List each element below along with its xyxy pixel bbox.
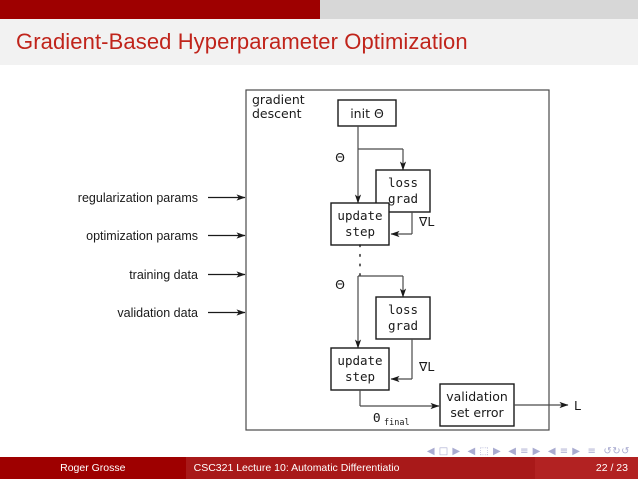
slide-footer: Roger Grosse CSC321 Lecture 10: Automati…: [0, 457, 638, 479]
edge-label-output-loss: L: [574, 398, 581, 413]
node-validation-set-error-line1: validation: [446, 389, 508, 404]
edge-label-grad-top: ∇L: [418, 214, 434, 229]
node-loss-grad-top-line1: loss: [388, 175, 418, 190]
footer-subject: CSC321 Lecture 10: Automatic Differentia…: [185, 457, 535, 479]
edge-label-grad-bottom: ∇L: [418, 359, 434, 374]
input-label-training-data: training data: [129, 268, 198, 282]
page-title: Gradient-Based Hyperparameter Optimizati…: [16, 29, 468, 54]
input-label-regularization-params: regularization params: [78, 191, 198, 205]
nav-section-icon[interactable]: ◀ ≡ ▶: [547, 446, 581, 457]
node-loss-grad-bottom-line1: loss: [388, 302, 418, 317]
title-band: [0, 19, 638, 65]
nav-back-forward-icon[interactable]: ↺↻↺: [603, 446, 630, 457]
hyperparameter-optimization-diagram: gradient descent regularization params o…: [0, 65, 638, 440]
footer-author: Roger Grosse: [0, 457, 186, 479]
node-validation-set-error: [439, 383, 515, 427]
gradient-descent-container: [245, 89, 550, 431]
node-loss-grad-top-line2: grad: [388, 191, 418, 206]
input-label-validation-data: validation data: [117, 306, 198, 320]
node-init-theta: [337, 99, 397, 127]
top-accent-block: [0, 0, 320, 19]
top-decoration-bar: [0, 0, 638, 19]
nav-slide-icon[interactable]: ◀ □ ▶: [426, 446, 461, 457]
node-update-step-top-line1: update: [337, 208, 382, 223]
node-update-step-top-line2: step: [345, 224, 375, 239]
edge-label-theta-final-subscript: final: [384, 418, 410, 428]
nav-frame-icon[interactable]: ◀ ⬚ ▶: [467, 446, 502, 457]
node-loss-grad-bottom-line2: grad: [388, 318, 418, 333]
node-init-theta-label: init Θ: [350, 106, 384, 121]
node-loss-grad-bottom: [375, 296, 431, 340]
edge-label-theta-top: Θ: [335, 150, 345, 165]
nav-toc-icon[interactable]: ≡: [587, 446, 597, 457]
edge-label-theta-bottom: Θ: [335, 277, 345, 292]
container-label-line2: descent: [252, 106, 302, 121]
node-validation-set-error-line2: set error: [450, 405, 504, 420]
edge-label-theta-final: Θ: [373, 410, 381, 425]
beamer-navigation-symbols[interactable]: ◀ □ ▶ ◀ ⬚ ▶ ◀ ≡ ▶ ◀ ≡ ▶ ≡ ↺↻↺: [427, 444, 630, 460]
node-update-step-bottom-line2: step: [345, 369, 375, 384]
container-label-line1: gradient: [252, 92, 305, 107]
nav-subsection-icon[interactable]: ◀ ≡ ▶: [508, 446, 541, 457]
node-update-step-top: [330, 202, 390, 246]
footer-page-number: 22 / 23: [534, 457, 638, 479]
input-label-optimization-params: optimization params: [86, 229, 198, 243]
node-update-step-bottom-line1: update: [337, 353, 382, 368]
